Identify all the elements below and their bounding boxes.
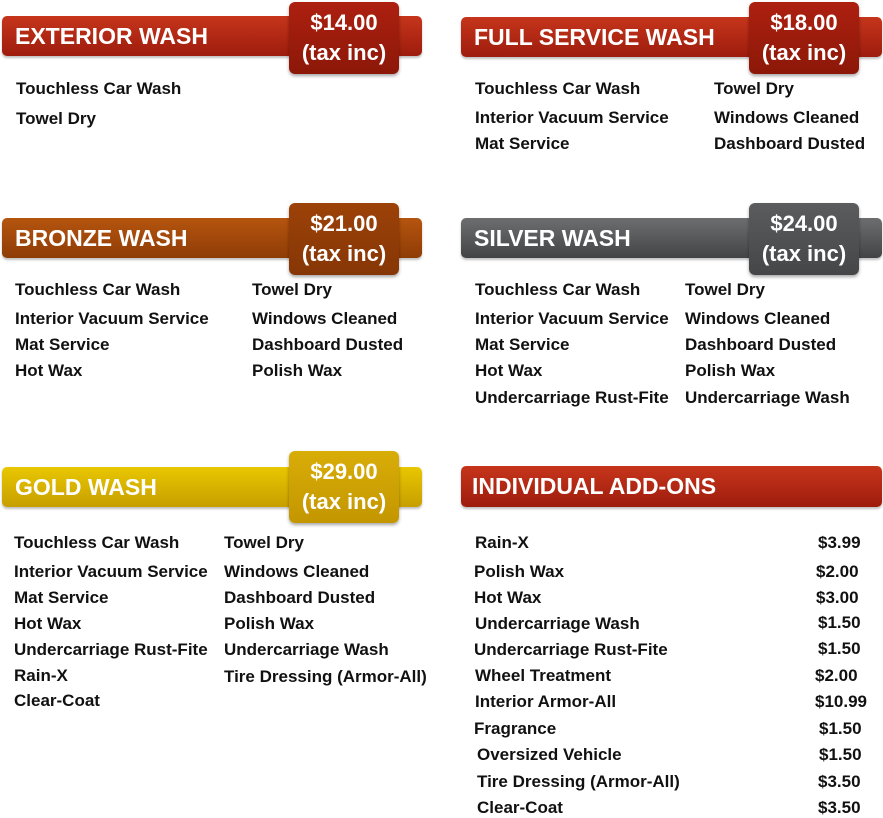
- silver-item: Windows Cleaned: [685, 309, 831, 328]
- full-service-item: Towel Dry: [714, 79, 794, 98]
- full-service-wash-tax-note: (tax inc): [761, 40, 847, 65]
- full-service-wash-price-tag: $18.00 (tax inc): [749, 2, 859, 74]
- exterior-wash-price: $14.00: [310, 10, 378, 35]
- gold-item: Clear-Coat: [14, 691, 100, 710]
- exterior-item: Touchless Car Wash: [16, 79, 182, 98]
- bronze-item: Hot Wax: [15, 361, 83, 380]
- gold-item: Mat Service: [14, 588, 109, 607]
- silver-wash-tax-note: (tax inc): [761, 241, 847, 266]
- add-on-price: $3.50: [818, 772, 861, 791]
- add-on-name: Polish Wax: [474, 562, 565, 581]
- add-ons-title: INDIVIDUAL ADD-ONS: [461, 466, 882, 507]
- add-on-price: $3.50: [818, 798, 861, 817]
- gold-item: Dashboard Dusted: [224, 588, 376, 607]
- add-on-name: Clear-Coat: [477, 798, 563, 817]
- gold-item: Undercarriage Rust-Fite: [14, 640, 208, 659]
- gold-item: Towel Dry: [224, 533, 304, 552]
- gold-item: Hot Wax: [14, 614, 82, 633]
- add-on-name: Wheel Treatment: [475, 666, 612, 685]
- exterior-wash-price-tag: $14.00 (tax inc): [289, 2, 399, 74]
- add-on-price: $2.00: [815, 666, 858, 685]
- silver-item: Undercarriage Wash: [685, 388, 850, 407]
- add-on-price: $1.50: [818, 639, 861, 658]
- silver-item: Undercarriage Rust-Fite: [475, 388, 669, 407]
- bronze-item: Touchless Car Wash: [15, 280, 181, 299]
- add-on-name: Tire Dressing (Armor-All): [477, 772, 680, 791]
- silver-wash-price: $24.00: [770, 211, 838, 236]
- bronze-item: Towel Dry: [252, 280, 332, 299]
- gold-wash-tax-note: (tax inc): [301, 489, 387, 514]
- bronze-item: Interior Vacuum Service: [15, 309, 209, 328]
- add-on-name: Undercarriage Wash: [475, 614, 640, 633]
- silver-item: Touchless Car Wash: [475, 280, 641, 299]
- silver-wash-price-tag: $24.00 (tax inc): [749, 203, 859, 275]
- gold-wash-price: $29.00: [310, 459, 378, 484]
- add-on-name: Rain-X: [475, 533, 529, 552]
- silver-item: Polish Wax: [685, 361, 776, 380]
- bronze-item: Polish Wax: [252, 361, 343, 380]
- add-on-name: Undercarriage Rust-Fite: [474, 640, 668, 659]
- full-service-item: Windows Cleaned: [714, 108, 860, 127]
- full-service-item: Dashboard Dusted: [714, 134, 866, 153]
- bronze-wash-price-tag: $21.00 (tax inc): [289, 203, 399, 275]
- silver-item: Interior Vacuum Service: [475, 309, 669, 328]
- bronze-item: Mat Service: [15, 335, 110, 354]
- gold-item: Tire Dressing (Armor-All): [224, 667, 427, 686]
- full-service-item: Touchless Car Wash: [475, 79, 641, 98]
- gold-item: Touchless Car Wash: [14, 533, 180, 552]
- add-on-price: $3.99: [818, 533, 861, 552]
- silver-item: Hot Wax: [475, 361, 543, 380]
- silver-item: Towel Dry: [685, 280, 765, 299]
- add-on-name: Fragrance: [474, 719, 557, 738]
- bronze-item: Windows Cleaned: [252, 309, 398, 328]
- exterior-item: Towel Dry: [16, 109, 96, 128]
- gold-item: Windows Cleaned: [224, 562, 370, 581]
- bronze-wash-tax-note: (tax inc): [301, 241, 387, 266]
- full-service-item: Mat Service: [475, 134, 570, 153]
- add-on-price: $10.99: [815, 692, 867, 711]
- add-on-name: Oversized Vehicle: [477, 745, 622, 764]
- silver-item: Dashboard Dusted: [685, 335, 837, 354]
- add-on-price: $1.50: [819, 745, 862, 764]
- gold-item: Polish Wax: [224, 614, 315, 633]
- add-on-price: $3.00: [816, 588, 859, 607]
- gold-item: Interior Vacuum Service: [14, 562, 208, 581]
- silver-item: Mat Service: [475, 335, 570, 354]
- bronze-item: Dashboard Dusted: [252, 335, 404, 354]
- bronze-wash-price: $21.00: [310, 211, 378, 236]
- gold-item: Rain-X: [14, 666, 68, 685]
- add-on-price: $1.50: [819, 719, 862, 738]
- exterior-wash-tax-note: (tax inc): [301, 40, 387, 65]
- gold-item: Undercarriage Wash: [224, 640, 389, 659]
- gold-wash-price-tag: $29.00 (tax inc): [289, 451, 399, 523]
- add-on-price: $1.50: [818, 613, 861, 632]
- full-service-wash-price: $18.00: [770, 10, 838, 35]
- add-on-name: Hot Wax: [474, 588, 542, 607]
- add-on-name: Interior Armor-All: [475, 692, 617, 711]
- full-service-item: Interior Vacuum Service: [475, 108, 669, 127]
- add-on-price: $2.00: [816, 562, 859, 581]
